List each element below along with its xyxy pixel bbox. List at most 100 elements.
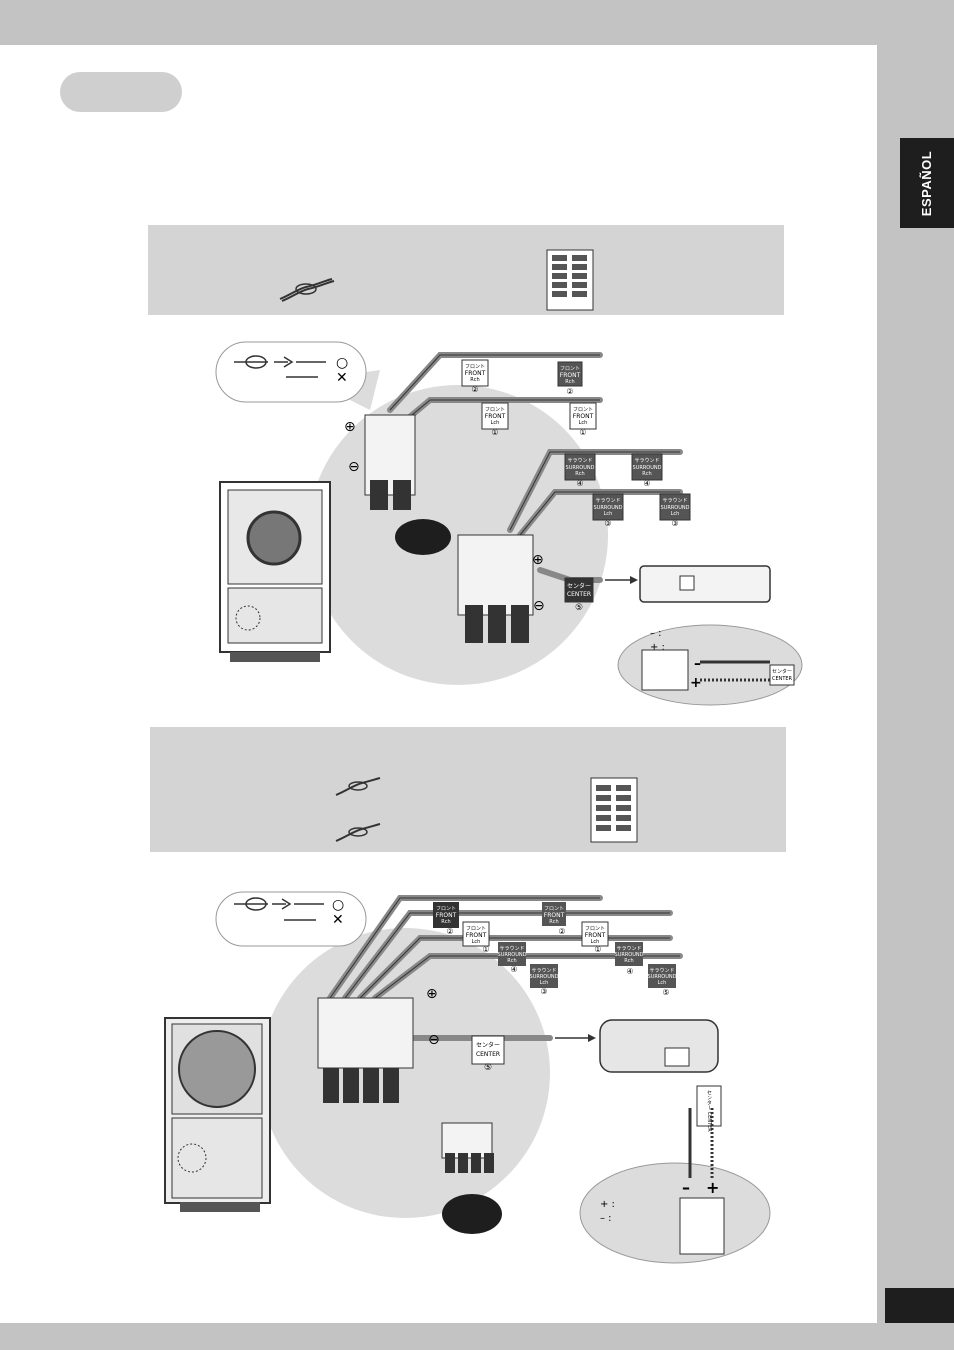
- tag-front-lch-a1: フロント FRONT Lch ①: [481, 402, 509, 437]
- speaker-terminal-front-a: [364, 414, 416, 510]
- svg-text:⑤: ⑤: [662, 988, 669, 997]
- tag-surround-lch-a2: サラウンド SURROUND Lch ③: [659, 493, 691, 528]
- svg-text:②: ②: [446, 927, 453, 936]
- center-speaker-b: [599, 1019, 719, 1073]
- speaker-cable-icon-b1: [335, 777, 381, 796]
- svg-text:Lch: Lch: [540, 980, 549, 986]
- svg-text:⑤: ⑤: [575, 603, 583, 613]
- svg-text:Lch: Lch: [671, 511, 680, 517]
- svg-text:フロント: フロント: [485, 407, 505, 413]
- svg-text:⑤: ⑤: [484, 1063, 492, 1073]
- svg-text:サラウンド: サラウンド: [649, 967, 674, 974]
- speaker-terminal-surround-a: [457, 534, 534, 643]
- svg-text:Lch: Lch: [591, 939, 600, 945]
- svg-text:サラウンド: サラウンド: [634, 457, 659, 464]
- svg-text:④: ④: [643, 479, 650, 488]
- connection-diagram-b: ○ ✕ ⊖ ⊕ フロント FR: [164, 891, 771, 1264]
- tag-front-rch-a2: フロント FRONT Rch ②: [557, 361, 583, 396]
- tag-front-rch-b1: フロント FRONT Rch ②: [433, 902, 459, 936]
- svg-text:①: ①: [579, 428, 586, 437]
- svg-text:フロント: フロント: [544, 906, 564, 912]
- svg-text:フロント: フロント: [560, 366, 580, 372]
- minus-label-a: –: [694, 656, 701, 672]
- plus-polarity-front: ⊕: [344, 419, 356, 435]
- svg-text:Rch: Rch: [507, 958, 516, 964]
- svg-text:Rch: Rch: [549, 919, 558, 925]
- black-label-oval-b: [442, 1194, 502, 1234]
- svg-text:FRONT: FRONT: [465, 370, 486, 377]
- svg-text:FRONT: FRONT: [573, 413, 594, 420]
- speaker-terminal-b: [317, 997, 414, 1103]
- svg-text:SURROUND: SURROUND: [648, 974, 677, 980]
- language-tab: ESPAÑOL: [900, 138, 954, 228]
- svg-text:フロント: フロント: [465, 364, 485, 370]
- subwoofer-rear-b: [164, 1017, 271, 1212]
- minus-polarity-b: ⊖: [428, 1032, 440, 1048]
- svg-text:サラウンド: サラウンド: [499, 945, 524, 952]
- svg-text:①: ①: [482, 945, 489, 954]
- svg-text:センター CENTER: センター CENTER: [706, 1090, 712, 1132]
- svg-text:CENTER: CENTER: [476, 1051, 500, 1058]
- svg-text:SURROUND: SURROUND: [633, 465, 662, 471]
- cable-sticker-sheet-icon: [546, 249, 594, 311]
- tag-surround-lch-b2: サラウンド SURROUND Lch ⑤: [648, 964, 677, 997]
- svg-text:④: ④: [576, 479, 583, 488]
- tag-surround-lch-a1: サラウンド SURROUND Lch ③: [592, 493, 624, 528]
- ok-mark: ○: [336, 355, 348, 371]
- tag-surround-rch-a1: サラウンド SURROUND Rch ④: [564, 453, 596, 488]
- svg-text:③: ③: [604, 519, 611, 528]
- svg-text:Lch: Lch: [604, 511, 613, 517]
- svg-text:サラウンド: サラウンド: [531, 967, 556, 974]
- mini-terminal-b: [441, 1122, 494, 1173]
- svg-text:FRONT: FRONT: [466, 932, 487, 939]
- svg-text:CENTER: CENTER: [772, 676, 793, 682]
- svg-text:Lch: Lch: [472, 939, 481, 945]
- key-minus-a: – :: [650, 628, 662, 639]
- svg-text:FRONT: FRONT: [485, 413, 506, 420]
- wire-twist-callout-a: [215, 341, 367, 403]
- accessory-panel-b: [150, 727, 786, 852]
- svg-text:サラウンド: サラウンド: [595, 497, 620, 504]
- tag-surround-rch-a2: サラウンド SURROUND Rch ④: [631, 453, 663, 488]
- svg-text:FRONT: FRONT: [544, 912, 565, 919]
- tag-center-a: センター CENTER ⑤: [564, 577, 594, 613]
- cable-sticker-sheet-icon-b: [590, 777, 638, 843]
- center-speaker-a: [639, 565, 771, 603]
- svg-text:Rch: Rch: [642, 471, 651, 477]
- svg-text:Lch: Lch: [658, 980, 667, 986]
- black-label-oval-a: [395, 519, 451, 555]
- plus-polarity-b: ⊕: [426, 986, 438, 1002]
- ng-mark-b: ✕: [332, 912, 344, 928]
- svg-text:②: ②: [558, 927, 565, 936]
- key-minus-b: – :: [600, 1213, 612, 1224]
- svg-text:フロント: フロント: [466, 926, 486, 932]
- tag-surround-rch-b1: サラウンド SURROUND Rch ④: [498, 942, 527, 974]
- svg-text:CENTER: CENTER: [567, 591, 591, 598]
- speaker-cable-icon-b2: [335, 823, 381, 842]
- right-frame-bar: [877, 45, 954, 1323]
- svg-text:Rch: Rch: [624, 958, 633, 964]
- svg-text:サラウンド: サラウンド: [567, 457, 592, 464]
- minus-polarity-center: ⊖: [533, 598, 545, 614]
- ok-mark-b: ○: [332, 897, 344, 913]
- svg-text:SURROUND: SURROUND: [594, 505, 623, 511]
- plus-label-b: +: [706, 1178, 719, 1197]
- svg-text:②: ②: [566, 387, 573, 396]
- tag-surround-lch-b1: サラウンド SURROUND Lch ③: [530, 964, 559, 996]
- svg-text:Lch: Lch: [491, 420, 500, 426]
- svg-text:SURROUND: SURROUND: [661, 505, 690, 511]
- subwoofer-rear-a: [219, 481, 331, 662]
- svg-text:サラウンド: サラウンド: [662, 497, 687, 504]
- minus-label-b: –: [682, 1178, 690, 1197]
- svg-text:SURROUND: SURROUND: [615, 952, 644, 958]
- page-number-box: [885, 1288, 954, 1323]
- svg-text:FRONT: FRONT: [436, 912, 457, 919]
- svg-text:④: ④: [626, 967, 633, 976]
- tag-front-rch-a1: フロント FRONT Rch ②: [461, 359, 489, 394]
- tag-center-small-a: センター CENTER: [769, 664, 795, 686]
- tag-center-vertical-b: センター CENTER: [696, 1085, 722, 1132]
- plus-polarity-center: ⊕: [532, 552, 544, 568]
- svg-text:①: ①: [491, 428, 498, 437]
- svg-text:サラウンド: サラウンド: [616, 945, 641, 952]
- svg-text:SURROUND: SURROUND: [566, 465, 595, 471]
